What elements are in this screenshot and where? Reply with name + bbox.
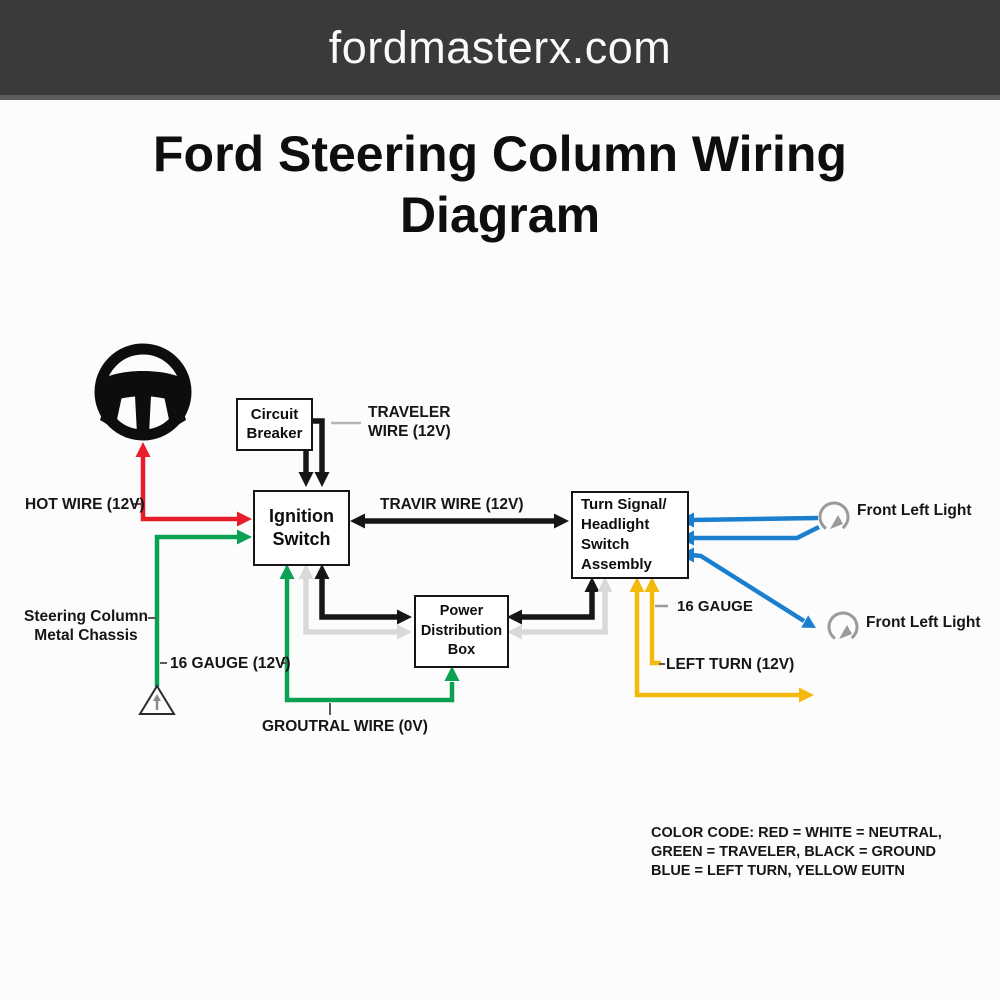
site-header: fordmasterx.com [0,0,1000,100]
rotating-light-icon-bottom [827,611,859,643]
gauge-16-label: 16 GAUGE [677,598,753,615]
front-left-light-label-top: Front Left Light [857,502,972,519]
gauge-16-12v-label: 16 GAUGE (12V) [170,655,291,672]
headlight-wires-blue [679,512,821,628]
pdb-assembly-wire-white [507,577,613,640]
circuit-breaker-box: Circuit Breaker [236,398,313,451]
steering-wheel-icon [94,343,192,441]
steering-chassis-label: Steering Column Metal Chassis [23,608,148,644]
pdb-assembly-wire-black [507,577,600,625]
page-title: Ford Steering Column Wiring Diagram [153,126,847,243]
hot-wire-red [135,442,252,527]
chassis-ground-wire-green [154,529,252,687]
ignition-switch-box: Ignition Switch [253,490,350,566]
left-turn-wires-yellow [629,577,814,703]
groutral-wire-label: GROUTRAL WIRE (0V) [262,718,428,735]
hot-wire-label: HOT WIRE (12V) [25,496,145,513]
neutral-wire-green [279,564,460,703]
travir-wire-black [350,513,569,529]
rotating-light-icon-top [818,501,850,533]
site-name: fordmasterx.com [328,21,672,73]
traveler-wire-label: TRAVELER WIRE (12V) [368,404,451,440]
ignition-pdb-wire-black [314,564,412,625]
front-left-light-label-bottom: Front Left Light [866,614,981,631]
left-turn-label: LEFT TURN (12V) [666,656,795,673]
ground-triangle-icon [138,684,176,715]
power-distribution-box: Power Distribution Box [414,595,509,668]
label-ticks [132,421,668,715]
color-code-legend: COLOR CODE: RED = WHITE = NEUTRAL, GREEN… [651,825,942,879]
travir-wire-label: TRAVIR WIRE (12V) [380,496,524,513]
turn-signal-assembly-box: Turn Signal/ Headlight Switch Assembly [571,491,689,579]
ignition-pdb-wire-white [298,564,412,640]
